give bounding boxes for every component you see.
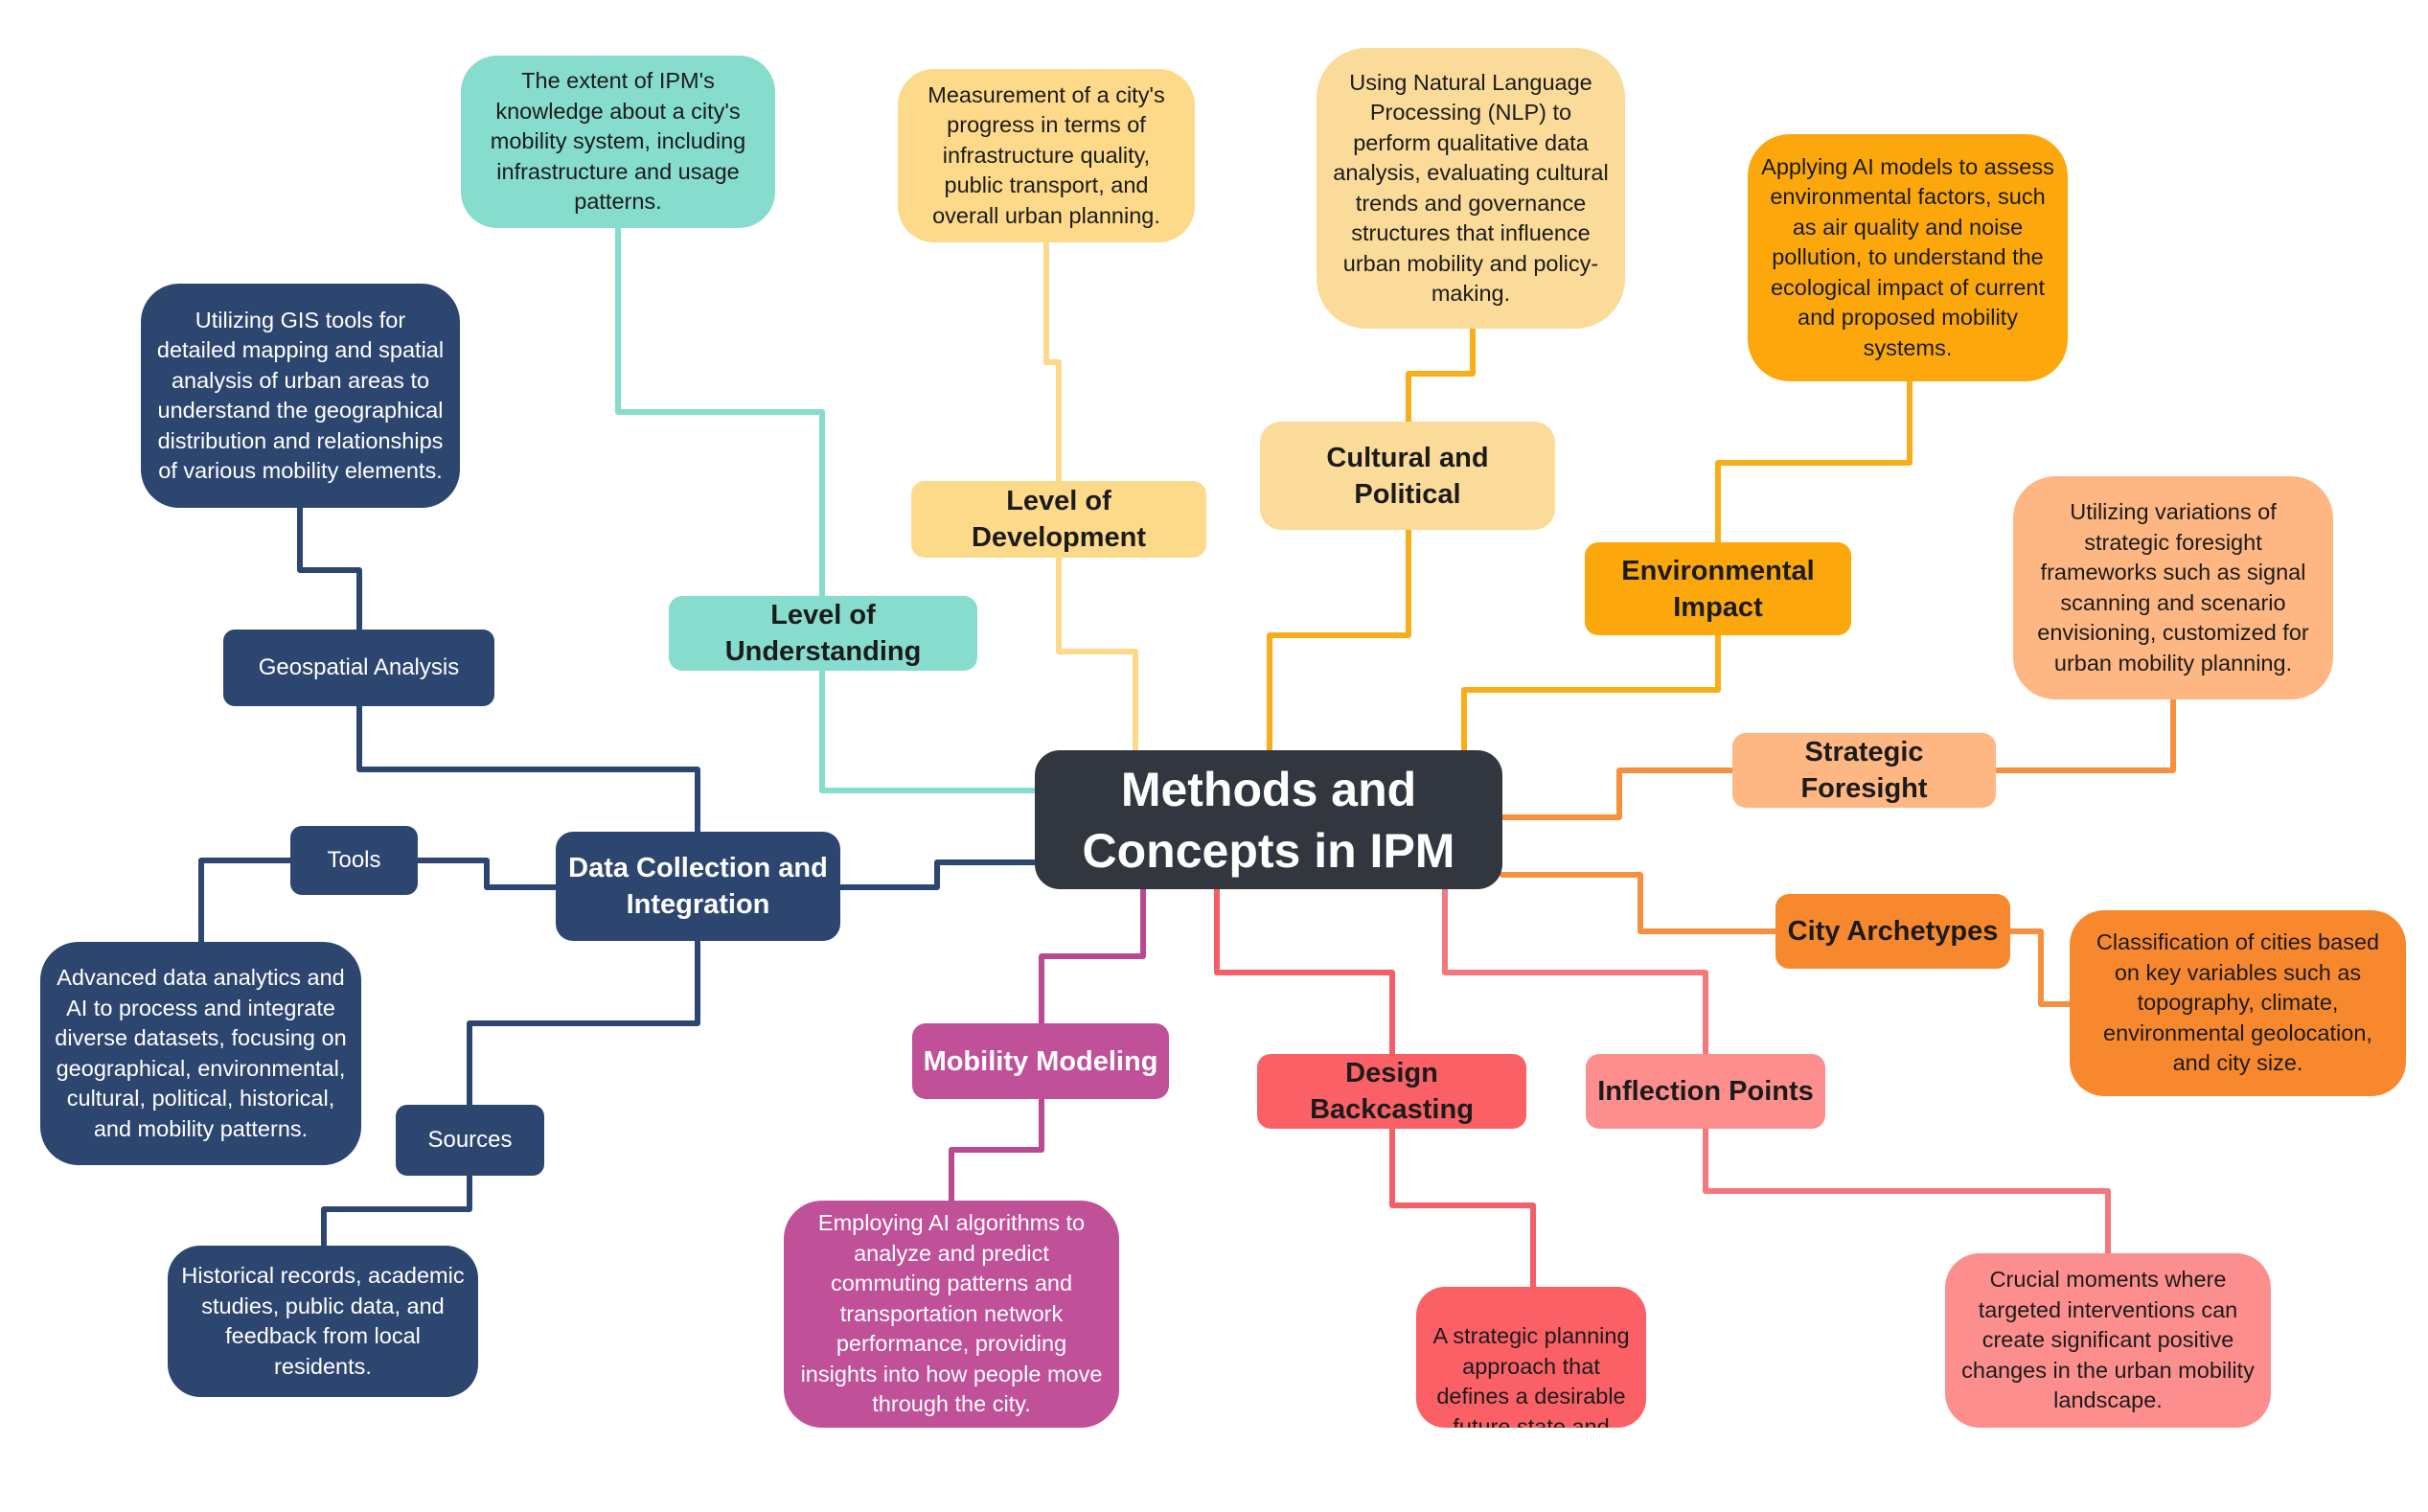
branch-label-line2: Impact xyxy=(1673,591,1763,623)
description-level-of-understanding: The extent of IPM's knowledge about a ci… xyxy=(461,56,775,228)
connector-development xyxy=(1056,555,1138,753)
central-topic-line1: Methods and xyxy=(1120,762,1417,816)
connector-cultural xyxy=(1267,527,1411,753)
connector-foresight-desc xyxy=(1993,697,2176,773)
connector-inflection-desc xyxy=(1703,1126,2111,1256)
connector-archetypes xyxy=(1500,872,1778,934)
branch-mobility-modeling[interactable]: Mobility Modeling xyxy=(912,1023,1169,1099)
branch-label-line1: Level of xyxy=(1006,486,1111,516)
description-cultural-and-political: Using Natural Language Processing (NLP) … xyxy=(1317,48,1625,329)
connector-mobility-desc xyxy=(949,1096,1044,1203)
connector-tools xyxy=(415,858,559,890)
connector-backcasting-desc xyxy=(1389,1126,1536,1290)
connector-development-desc xyxy=(1043,240,1062,484)
branch-level-of-development[interactable]: Level of Development xyxy=(911,481,1206,558)
branch-label-line2: Understanding xyxy=(724,636,922,667)
description-sources: Historical records, academic studies, pu… xyxy=(168,1246,478,1397)
connector-archetypes-desc xyxy=(2007,928,2073,1007)
branch-cultural-and-political[interactable]: Cultural and Political xyxy=(1260,422,1555,530)
connector-sources-desc xyxy=(321,1173,472,1249)
description-level-of-development: Measurement of a city's progress in term… xyxy=(898,69,1195,242)
connector-backcasting xyxy=(1214,886,1395,1057)
branch-label-line2: Development xyxy=(971,522,1147,553)
connector-geospatial-desc xyxy=(297,505,362,632)
connector-geospatial xyxy=(356,703,700,835)
branch-environmental-impact[interactable]: Environmental Impact xyxy=(1585,542,1851,635)
description-geospatial-analysis: Utilizing GIS tools for detailed mapping… xyxy=(141,284,460,508)
connector-understanding xyxy=(819,668,1038,793)
branch-label-line2: Integration xyxy=(626,889,770,920)
branch-city-archetypes[interactable]: City Archetypes xyxy=(1775,894,2010,969)
connector-sources xyxy=(467,938,700,1108)
branch-strategic-foresight[interactable]: Strategic Foresight xyxy=(1732,733,1996,808)
central-topic-line2: Concepts in IPM xyxy=(1082,823,1455,878)
branch-level-of-understanding[interactable]: Level of Understanding xyxy=(669,596,977,671)
description-mobility-modeling: Employing AI algorithms to analyze and p… xyxy=(784,1201,1119,1428)
branch-label-line1: Data Collection and xyxy=(568,853,828,883)
subtopic-tools[interactable]: Tools xyxy=(290,826,418,895)
description-inflection-points: Crucial moments where targeted intervent… xyxy=(1945,1253,2271,1428)
connector-tools-desc xyxy=(198,858,293,945)
connector-understanding-desc xyxy=(615,225,825,599)
description-tools: Advanced data analytics and AI to proces… xyxy=(40,942,361,1165)
subtopic-sources[interactable]: Sources xyxy=(396,1105,544,1176)
connector-mobility xyxy=(1039,886,1146,1026)
connector-data-collection xyxy=(837,859,1038,890)
subtopic-geospatial-analysis[interactable]: Geospatial Analysis xyxy=(223,630,494,706)
connector-inflection xyxy=(1442,886,1708,1057)
connector-foresight xyxy=(1500,767,1735,820)
connector-cultural-desc xyxy=(1406,326,1476,424)
connector-environmental xyxy=(1461,632,1721,753)
connector-environmental-desc xyxy=(1715,378,1913,545)
branch-inflection-points[interactable]: Inflection Points xyxy=(1586,1054,1825,1129)
branch-label-line1: Environmental xyxy=(1621,555,1815,586)
central-topic[interactable]: Methods and Concepts in IPM xyxy=(1035,750,1502,889)
branch-data-collection-and-integration[interactable]: Data Collection and Integration xyxy=(556,832,840,941)
description-city-archetypes: Classification of cities based on key va… xyxy=(2070,910,2406,1096)
description-design-backcasting: A strategic planning approach that defin… xyxy=(1416,1287,1646,1428)
branch-label-line1: Level of xyxy=(770,600,876,630)
branch-design-backcasting[interactable]: Design Backcasting xyxy=(1257,1054,1526,1129)
description-environmental-impact: Applying AI models to assess environment… xyxy=(1748,134,2068,381)
description-strategic-foresight: Utilizing variations of strategic foresi… xyxy=(2013,476,2333,699)
